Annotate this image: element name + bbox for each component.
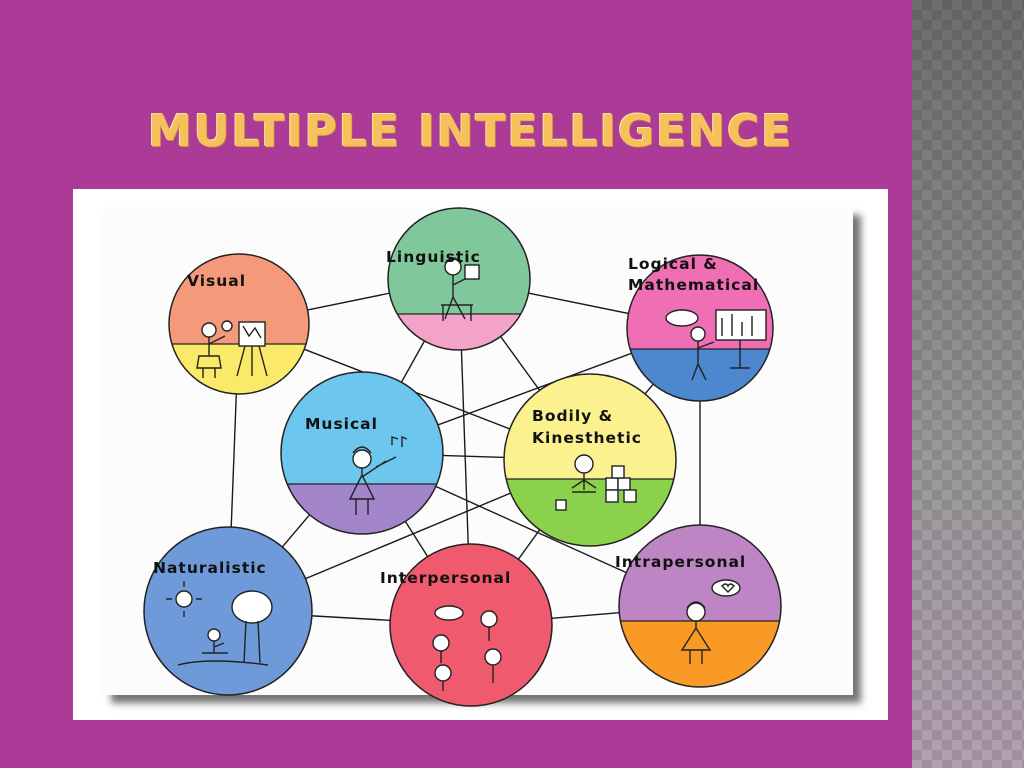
tree-sun-icon [166, 581, 273, 666]
node-logical-label: Mathematical [628, 276, 759, 294]
node-logical-outline [626, 254, 774, 402]
talking-kids-icon [432, 605, 502, 691]
node-interpersonal: Interpersonal [380, 543, 553, 707]
node-musical-outline [280, 371, 444, 535]
node-logical-bottom-fill [627, 349, 773, 401]
node-interpersonal-label: Interpersonal [380, 569, 511, 587]
node-bodily-label: Bodily & [532, 407, 613, 425]
node-visual-outline [168, 253, 310, 395]
node-interpersonal-top-fill [390, 544, 552, 706]
node-bodily: Bodily & Kinesthetic [503, 373, 677, 547]
node-linguistic-label: Linguistic [386, 248, 481, 266]
node-naturalistic-label: Naturalistic [153, 559, 267, 577]
node-logical-label: Logical & [628, 255, 718, 273]
node-musical-label: Musical [305, 415, 378, 433]
chalkboard-teacher-icon [665, 309, 767, 381]
node-intrapersonal-label: Intrapersonal [615, 553, 746, 571]
node-bodily-label: Kinesthetic [532, 429, 642, 447]
node-linguistic-outline [387, 207, 531, 351]
node-musical: Musical [280, 371, 444, 535]
node-visual-label: Visual [187, 272, 246, 290]
painter-easel-icon [196, 320, 268, 378]
node-musical-bottom-fill [281, 484, 443, 534]
node-linguistic-bottom-fill [388, 314, 530, 350]
node-naturalistic-outline [143, 526, 313, 696]
node-intrapersonal: Intrapersonal [615, 524, 782, 688]
reading-girl-icon [441, 257, 480, 321]
thinking-girl-icon [680, 579, 741, 664]
node-intrapersonal-bottom-fill [619, 621, 781, 687]
child-blocks-icon [555, 454, 637, 511]
node-logical: Logical & Mathematical [626, 254, 774, 402]
side-decoration-strip [912, 0, 1024, 768]
slide-title: MULTIPLE INTELLIGENCE [148, 106, 794, 157]
node-bodily-outline [503, 373, 677, 547]
node-intrapersonal-outline [618, 524, 782, 688]
node-visual: Visual [168, 253, 310, 395]
node-linguistic: Linguistic [386, 207, 531, 351]
node-interpersonal-outline [389, 543, 553, 707]
node-naturalistic-top-fill [144, 527, 312, 695]
node-naturalistic: Naturalistic [143, 526, 313, 696]
node-bodily-bottom-fill [504, 479, 676, 546]
violin-girl-icon [348, 435, 408, 515]
